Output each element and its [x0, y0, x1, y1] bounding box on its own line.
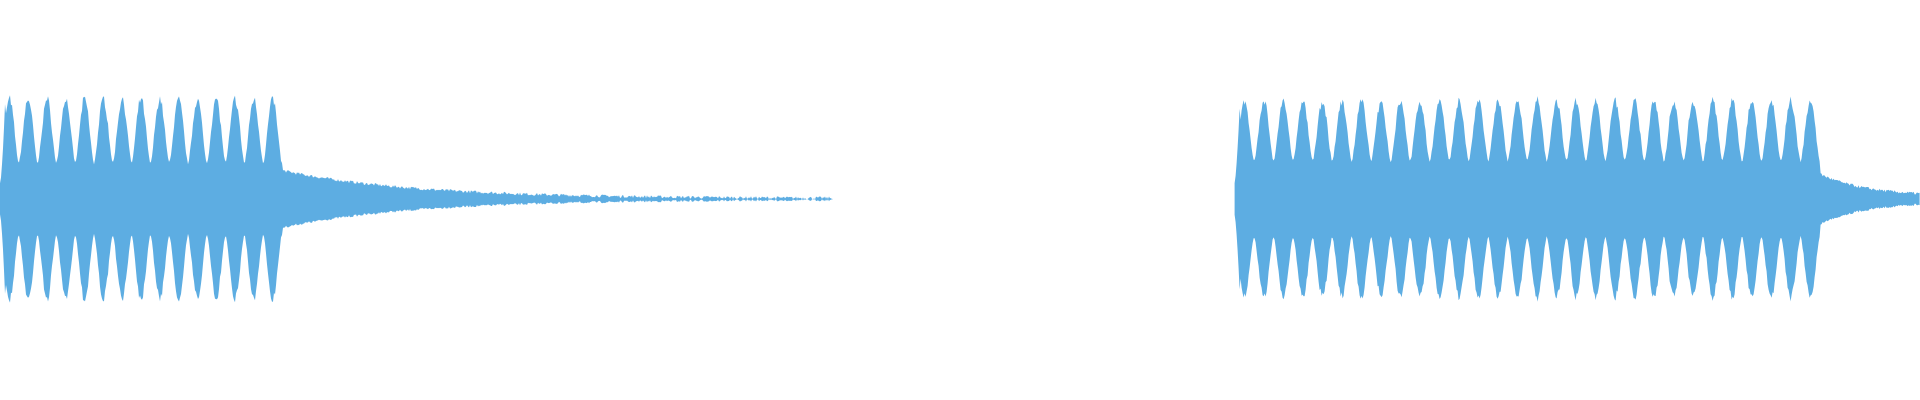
waveform-clip-1 [0, 95, 833, 303]
waveform-clip-1-shape [0, 95, 833, 303]
waveform-clip-2-shape [1234, 96, 1920, 302]
waveform-clip-2 [1234, 96, 1920, 302]
